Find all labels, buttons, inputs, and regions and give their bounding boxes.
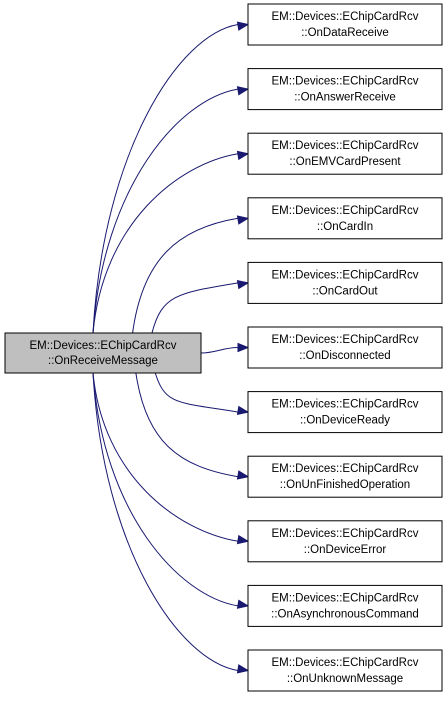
target-node-box — [247, 326, 443, 369]
target-node-label-line1: EM::Devices::EChipCardRcv — [272, 334, 419, 346]
call-edge-onanswerreceive — [92, 88, 239, 334]
target-node-label-line1: EM::Devices::EChipCardRcv — [272, 76, 419, 88]
call-edge-arrowhead — [236, 534, 250, 545]
target-node-label-line1: EM::Devices::EChipCardRcv — [272, 463, 419, 475]
call-edge-arrowhead — [236, 215, 250, 225]
call-edge-oncardout — [151, 282, 239, 334]
target-node-label-line1: EM::Devices::EChipCardRcv — [272, 269, 419, 281]
target-node-label-line1: EM::Devices::EChipCardRcv — [272, 399, 419, 411]
source-node[interactable]: EM::Devices::EChipCardRcv ::OnReceiveMes… — [4, 332, 202, 374]
call-edge-arrowhead — [236, 150, 250, 161]
call-edges — [92, 21, 250, 674]
call-edge-oncardin — [132, 217, 239, 334]
target-node-box — [247, 584, 443, 627]
call-edge-arrowhead — [237, 342, 250, 353]
target-node-label-line2: ::OnEMVCardPresent — [289, 156, 401, 168]
call-edge-onunknownmessage — [92, 372, 239, 671]
target-node-onemvcardpresent[interactable]: EM::Devices::EChipCardRcv::OnEMVCardPres… — [247, 132, 443, 175]
call-edge-ondatareceive — [92, 24, 239, 334]
target-node-label-line2: ::OnDeviceError — [304, 544, 387, 556]
target-node-oncardin[interactable]: EM::Devices::EChipCardRcv::OnCardIn — [247, 197, 443, 240]
target-node-label-line1: EM::Devices::EChipCardRcv — [272, 528, 419, 540]
target-node-label-line2: ::OnUnFinishedOperation — [280, 479, 410, 491]
target-node-box — [247, 520, 443, 563]
target-node-onunknownmessage[interactable]: EM::Devices::EChipCardRcv::OnUnknownMess… — [247, 649, 443, 692]
target-node-label-line2: ::OnDeviceReady — [300, 415, 390, 427]
target-node-label-line1: EM::Devices::EChipCardRcv — [272, 11, 419, 23]
target-node-label-line2: ::OnAsynchronousCommand — [271, 608, 419, 620]
call-edge-arrowhead — [236, 664, 250, 674]
target-node-label-line2: ::OnCardIn — [317, 221, 373, 233]
call-edge-arrowhead — [236, 470, 250, 480]
call-edge-ondeviceready — [154, 372, 239, 413]
target-node-label-line2: ::OnUnknownMessage — [287, 673, 403, 685]
call-edge-ondisconnected — [200, 347, 239, 354]
call-edge-onasynchronouscommand — [92, 372, 239, 607]
call-edge-arrowhead — [236, 86, 250, 96]
target-node-label-line1: EM::Devices::EChipCardRcv — [272, 592, 419, 604]
target-node-oncardout[interactable]: EM::Devices::EChipCardRcv::OnCardOut — [247, 261, 443, 304]
target-node-box — [247, 197, 443, 240]
call-edge-arrowhead — [236, 599, 250, 609]
target-node-box — [247, 391, 443, 434]
target-nodes: EM::Devices::EChipCardRcv::OnDataReceive… — [247, 3, 443, 692]
target-node-box — [247, 261, 443, 304]
target-node-box — [247, 132, 443, 175]
target-node-ondatareceive[interactable]: EM::Devices::EChipCardRcv::OnDataReceive — [247, 3, 443, 46]
call-edge-arrowhead — [236, 405, 250, 416]
target-node-box — [247, 3, 443, 46]
source-node-box — [4, 332, 202, 374]
target-node-label-line2: ::OnAnswerReceive — [294, 92, 396, 104]
target-node-ondeviceerror[interactable]: EM::Devices::EChipCardRcv::OnDeviceError — [247, 520, 443, 563]
call-edge-onunfinishedoperation — [135, 372, 239, 478]
target-node-onanswerreceive[interactable]: EM::Devices::EChipCardRcv::OnAnswerRecei… — [247, 68, 443, 111]
target-node-onunfinishedoperation[interactable]: EM::Devices::EChipCardRcv::OnUnFinishedO… — [247, 455, 443, 498]
source-node-label-line1: EM::Devices::EChipCardRcv — [30, 340, 177, 352]
target-node-onasynchronouscommand[interactable]: EM::Devices::EChipCardRcv::OnAsynchronou… — [247, 584, 443, 627]
target-node-box — [247, 455, 443, 498]
call-edge-arrowhead — [236, 21, 250, 31]
target-node-box — [247, 649, 443, 692]
target-node-box — [247, 68, 443, 111]
source-node-label-line2: ::OnReceiveMessage — [48, 355, 158, 367]
target-node-ondisconnected[interactable]: EM::Devices::EChipCardRcv::OnDisconnecte… — [247, 326, 443, 369]
target-node-label-line2: ::OnDataReceive — [301, 27, 389, 39]
target-node-label-line2: ::OnCardOut — [312, 285, 378, 297]
call-edge-arrowhead — [236, 279, 250, 290]
target-node-label-line1: EM::Devices::EChipCardRcv — [272, 657, 419, 669]
target-node-ondeviceready[interactable]: EM::Devices::EChipCardRcv::OnDeviceReady — [247, 391, 443, 434]
target-node-label-line1: EM::Devices::EChipCardRcv — [272, 205, 419, 217]
call-edge-onemvcardpresent — [92, 153, 239, 334]
target-node-label-line1: EM::Devices::EChipCardRcv — [272, 140, 419, 152]
target-node-label-line2: ::OnDisconnected — [299, 350, 390, 362]
call-edge-ondeviceerror — [92, 372, 239, 542]
